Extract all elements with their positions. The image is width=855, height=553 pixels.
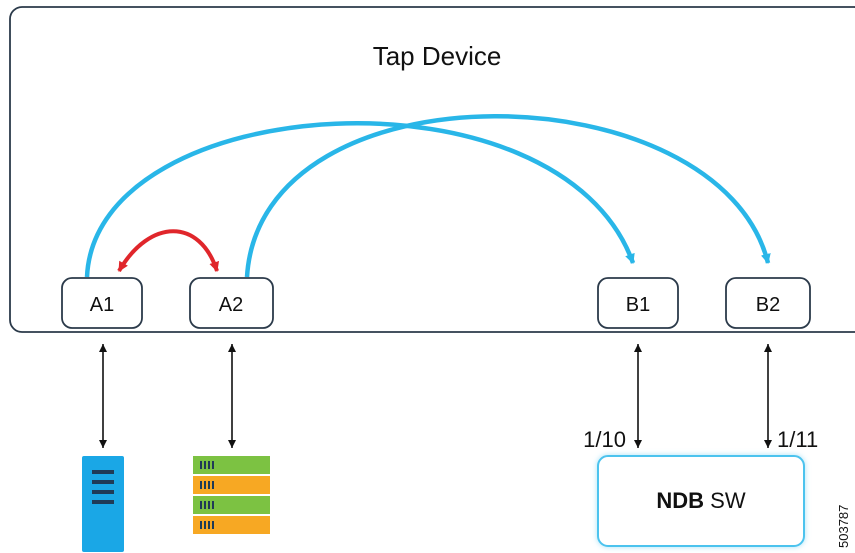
ndb-switch-label-bold: NDB [656, 488, 704, 513]
figure-id: 503787 [836, 505, 851, 548]
ndb-switch-label: NDB SW [656, 488, 745, 513]
ndb-port-1-11: 1/11 [777, 427, 818, 452]
port-a2-label: A2 [219, 294, 243, 316]
port-a2[interactable]: A2 [189, 277, 274, 329]
port-b2-label: B2 [756, 294, 780, 316]
port-b2[interactable]: B2 [725, 277, 811, 329]
tap-device-title: Tap Device [373, 41, 502, 71]
port-b1-label: B1 [626, 294, 650, 316]
port-a1-label: A1 [90, 294, 114, 316]
rack-server-icon [193, 456, 270, 534]
tower-server-icon [82, 456, 124, 552]
port-a1[interactable]: A1 [61, 277, 143, 329]
flow-a2-to-b2 [244, 114, 771, 278]
ndb-port-1-10: 1/10 [583, 427, 626, 452]
ndb-switch[interactable]: NDB SW [597, 455, 805, 547]
ndb-switch-label-sw: SW [704, 488, 746, 513]
flow-a1-to-b1 [84, 121, 636, 278]
tap-device-box [9, 6, 855, 333]
loopback-a1-a2 [117, 229, 220, 273]
port-b1[interactable]: B1 [597, 277, 679, 329]
